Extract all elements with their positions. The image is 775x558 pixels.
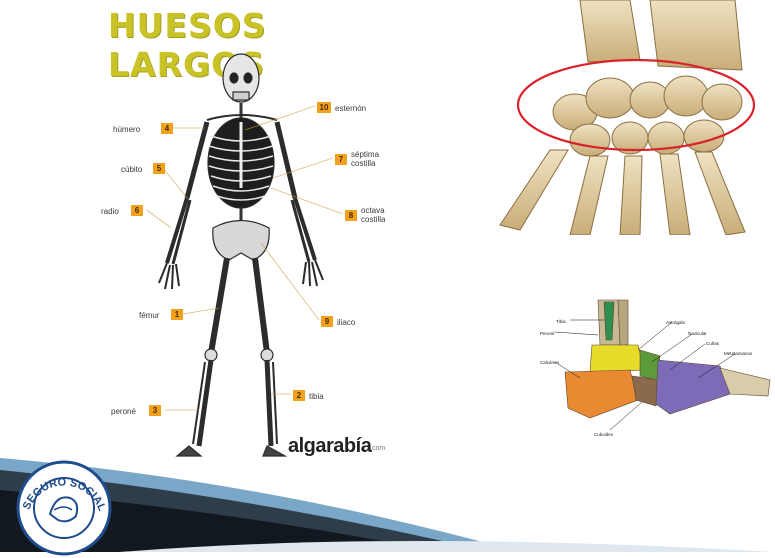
- badge-3: 3: [149, 405, 161, 416]
- foot-label-cuboides: Cuboides: [594, 432, 613, 437]
- label-octava-costilla: octava costilla: [361, 206, 397, 224]
- badge-2: 2: [293, 390, 305, 401]
- label-femur: fémur: [139, 311, 159, 320]
- label-cubito: cúbito: [121, 165, 142, 174]
- label-esternon: esternón: [335, 104, 366, 113]
- foot-bones-icon: [520, 290, 775, 450]
- foot-label-navicular: Navicular: [688, 331, 707, 336]
- foot-label-perone: Peroné: [540, 331, 555, 336]
- foot-label-tibia: Tibia: [556, 319, 566, 324]
- badge-10: 10: [317, 102, 331, 113]
- footer-swoosh: [0, 440, 775, 552]
- foot-label-calcaneo: Calcáneo: [540, 360, 559, 365]
- foot-label-astragalo: Astrágalo: [666, 320, 685, 325]
- slide-title: HUESOS LARGOS: [108, 6, 388, 46]
- label-radio: radio: [101, 207, 119, 216]
- skeleton-panel: húmero 4 cúbito 5 radio 6 fémur 1 peroné…: [95, 48, 405, 468]
- badge-7: 7: [335, 154, 347, 165]
- label-perone: peroné: [111, 407, 136, 416]
- badge-4: 4: [161, 123, 173, 134]
- label-humero: húmero: [113, 125, 140, 134]
- badge-5: 5: [153, 163, 165, 174]
- label-tibia: tibia: [309, 392, 324, 401]
- badge-6: 6: [131, 205, 143, 216]
- foot-label-metatarsianos: Metatarsianos: [724, 351, 752, 356]
- label-septima-costilla: séptima costilla: [351, 150, 391, 168]
- foot-label-cunas: Cuñas: [706, 341, 719, 346]
- badge-8: 8: [345, 210, 357, 221]
- seguro-social-seal-icon: SEGURO SOCIAL: [14, 458, 114, 558]
- badge-9: 9: [321, 316, 333, 327]
- badge-1: 1: [171, 309, 183, 320]
- label-iliaco: iliaco: [337, 318, 355, 327]
- wrist-carpal-bones-icon: [490, 0, 775, 235]
